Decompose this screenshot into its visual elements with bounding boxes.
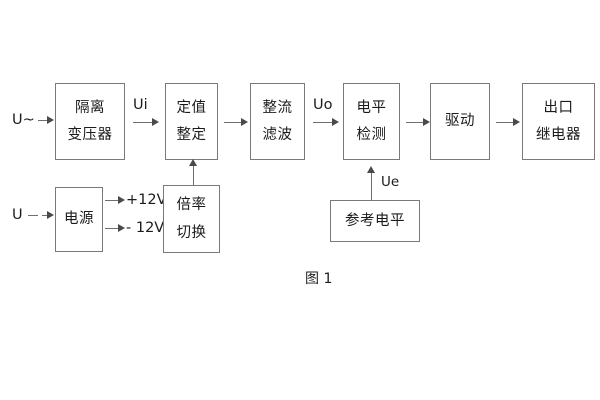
block-level-detection-line2: 检测 bbox=[356, 127, 387, 143]
block-power-supply-line1: 电源 bbox=[64, 211, 94, 228]
block-setting-value[interactable]: 定值 整定 bbox=[165, 83, 218, 160]
block-output-relay[interactable]: 出口 继电器 bbox=[522, 83, 595, 160]
drive-to-relay-line bbox=[496, 122, 514, 124]
block-isolation-transformer-line2: 变压器 bbox=[67, 127, 113, 143]
block-ratio-switch-line1: 倍率 bbox=[176, 197, 207, 213]
input-dc-dash bbox=[28, 215, 38, 217]
ue-line bbox=[371, 173, 373, 200]
block-rectify-filter-line1: 整流 bbox=[262, 99, 293, 116]
block-output-relay-line1: 出口 bbox=[543, 99, 574, 116]
input-label-dc: U bbox=[12, 207, 23, 223]
level-to-drive-arrowhead bbox=[423, 118, 430, 126]
block-power-supply[interactable]: 电源 bbox=[55, 187, 103, 252]
block-drive-line1: 驱动 bbox=[445, 113, 475, 130]
uo-line bbox=[313, 122, 333, 124]
block-rectify-filter[interactable]: 整流 滤波 bbox=[250, 83, 305, 160]
block-ratio-switch[interactable]: 倍率 切换 bbox=[163, 185, 220, 253]
rail-plus12v-arrowhead bbox=[118, 196, 125, 204]
input-ac-arrowhead bbox=[47, 116, 54, 124]
rail-label-minus12v: - 12V bbox=[126, 220, 165, 236]
input-dc-arrowhead bbox=[47, 211, 54, 219]
block-reference-level-line1: 参考电平 bbox=[345, 212, 405, 229]
figure-caption: 图 1 bbox=[305, 271, 333, 287]
block-isolation-transformer-line1: 隔离 bbox=[75, 99, 105, 116]
block-reference-level[interactable]: 参考电平 bbox=[330, 200, 420, 242]
input-ac-line bbox=[38, 120, 50, 122]
ue-arrowhead bbox=[367, 166, 375, 173]
signal-label-uo: Uo bbox=[313, 97, 333, 113]
ratio-to-setting-arrowhead bbox=[189, 159, 197, 166]
block-rectify-filter-line2: 滤波 bbox=[262, 127, 293, 143]
input-label-ac: U~ bbox=[12, 112, 35, 128]
rail-minus12v-arrowhead bbox=[118, 224, 125, 232]
block-drive[interactable]: 驱动 bbox=[430, 83, 490, 160]
drive-to-relay-arrowhead bbox=[513, 118, 520, 126]
block-level-detection[interactable]: 电平 检测 bbox=[343, 83, 400, 160]
rail-plus12v-line bbox=[105, 200, 119, 202]
setting-to-rectify-arrowhead bbox=[241, 118, 248, 126]
rail-minus12v-line bbox=[105, 228, 119, 230]
block-isolation-transformer[interactable]: 隔离 变压器 bbox=[55, 83, 125, 160]
block-level-detection-line1: 电平 bbox=[356, 99, 387, 116]
block-setting-value-line2: 整定 bbox=[176, 127, 207, 143]
ui-line bbox=[133, 122, 153, 124]
ratio-to-setting-line bbox=[193, 166, 195, 185]
block-setting-value-line1: 定值 bbox=[176, 99, 207, 116]
ui-arrowhead bbox=[152, 118, 159, 126]
uo-arrowhead bbox=[332, 118, 339, 126]
signal-label-ue: Ue bbox=[381, 174, 400, 190]
rail-label-plus12v: +12V bbox=[126, 192, 167, 208]
block-ratio-switch-line2: 切换 bbox=[176, 224, 207, 241]
setting-to-rectify-line bbox=[224, 122, 242, 124]
block-output-relay-line2: 继电器 bbox=[536, 127, 581, 143]
level-to-drive-line bbox=[406, 122, 424, 124]
signal-label-ui: Ui bbox=[133, 97, 148, 113]
